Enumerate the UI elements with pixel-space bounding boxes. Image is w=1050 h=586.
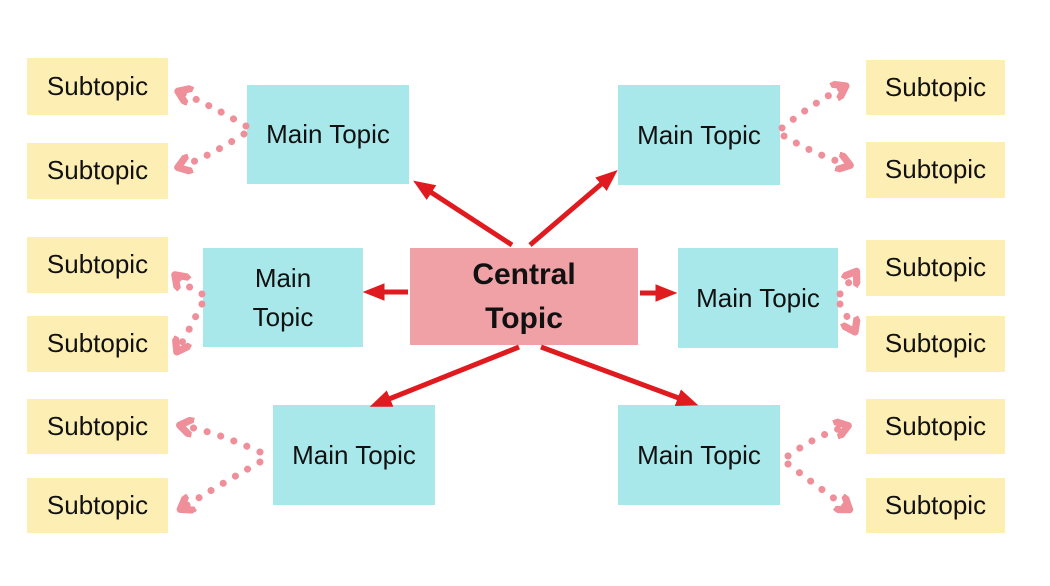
dotted-arrow-bottom-left-to-subtopic-left-5	[184, 426, 264, 456]
dotted-arrow-bottom-right-to-subtopic-right-5	[784, 427, 844, 460]
subtopic-box-right-1: Subtopic	[866, 60, 1005, 115]
solid-arrow-central-to-top-left	[413, 180, 514, 248]
dotted-arrow-bottom-left-to-subtopic-left-6	[184, 458, 264, 507]
dotted-arrow-bottom-right-to-subtopic-right-6	[784, 460, 846, 507]
main-topic-box-top-right: Main Topic	[618, 85, 780, 185]
subtopic-box-left-6: Subtopic	[27, 478, 168, 533]
dotted-arrow-top-right-to-subtopic-right-1	[778, 88, 842, 132]
dotted-arrow-middle-right-to-subtopic-right-3	[836, 275, 854, 298]
subtopic-box-right-2: Subtopic	[866, 142, 1005, 198]
dotted-arrow-top-right-to-subtopic-right-2	[780, 132, 846, 164]
subtopic-box-right-3: Subtopic	[866, 240, 1005, 296]
main-topic-box-top-left: Main Topic	[247, 85, 409, 184]
subtopic-box-left-4: Subtopic	[27, 316, 168, 372]
solid-arrow-central-to-top-right	[528, 169, 618, 247]
subtopic-box-right-6: Subtopic	[866, 478, 1005, 533]
dotted-arrow-middle-left-to-subtopic-left-4	[179, 300, 206, 348]
subtopic-box-left-3: Subtopic	[27, 237, 168, 293]
solid-arrow-central-to-bottom-left	[369, 344, 520, 407]
dotted-arrow-middle-right-to-subtopic-right-4	[836, 300, 853, 328]
subtopic-box-left-2: Subtopic	[27, 143, 168, 199]
solid-arrow-central-to-bottom-right	[540, 344, 699, 406]
dotted-arrow-top-left-to-subtopic-left-2	[182, 130, 248, 166]
main-topic-box-bottom-left: Main Topic	[273, 405, 435, 505]
main-topic-box-middle-left: Main Topic	[203, 248, 363, 347]
subtopic-box-left-1: Subtopic	[27, 58, 168, 115]
main-topic-box-bottom-right: Main Topic	[618, 405, 780, 505]
main-topic-box-middle-right: Main Topic	[678, 248, 838, 348]
subtopic-box-left-5: Subtopic	[27, 399, 168, 454]
subtopic-box-right-4: Subtopic	[866, 316, 1005, 372]
dotted-arrow-middle-left-to-subtopic-left-3	[178, 278, 206, 298]
central-topic-box: Central Topic	[410, 248, 638, 345]
subtopic-box-right-5: Subtopic	[866, 399, 1005, 454]
dotted-arrow-top-left-to-subtopic-left-1	[182, 93, 250, 130]
